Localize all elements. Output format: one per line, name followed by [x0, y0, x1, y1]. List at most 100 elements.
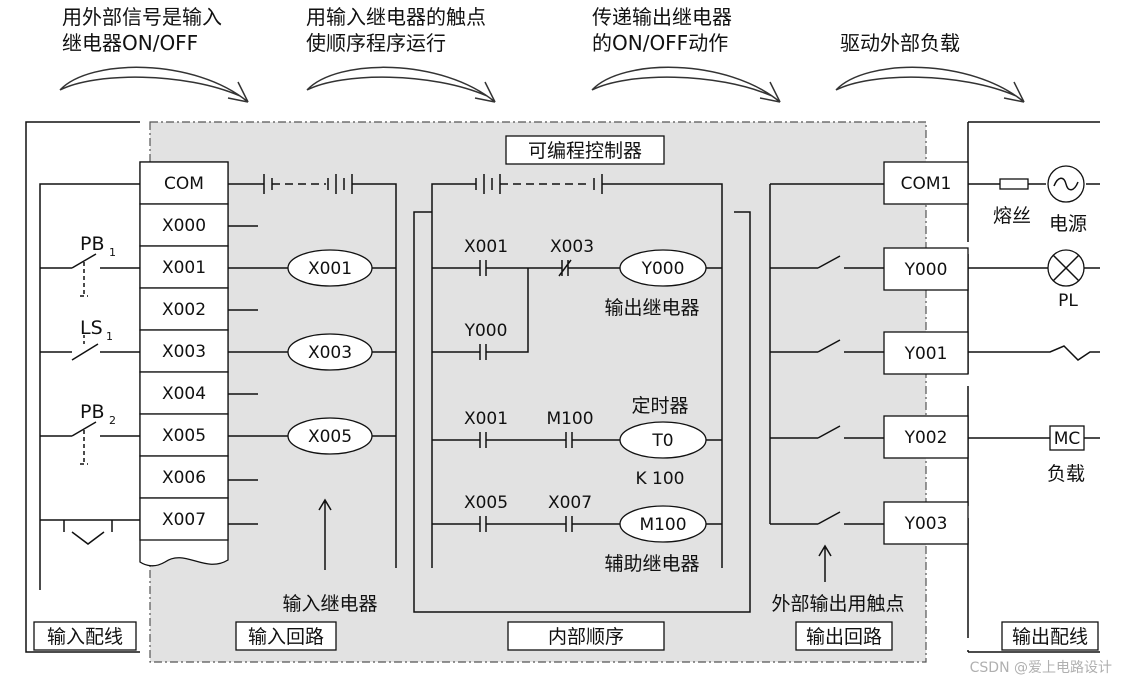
output-contact-y003	[770, 511, 884, 525]
terminal-com	[139, 161, 229, 205]
coil-label: Y000	[641, 259, 685, 279]
label-box-output-loop	[795, 621, 893, 651]
input-wiring: PB 1 LS 1 PB 2	[39, 183, 140, 590]
output-wiring: 熔丝 电源 PL MC 负载	[968, 165, 1100, 485]
output-contact-arrow	[818, 544, 832, 582]
heading-3-line-2: 的ON/OFF动作	[592, 31, 728, 55]
ls1-subscript: 1	[106, 330, 113, 343]
lamp-cross-icon	[1052, 254, 1080, 282]
terminal-x007	[139, 497, 229, 541]
coil-t0	[619, 421, 707, 459]
terminal-y003	[883, 501, 969, 545]
terminal-label: Y003	[904, 514, 948, 534]
coil-m100	[619, 505, 707, 543]
input-relay-arrow	[318, 498, 332, 570]
coil-label: T0	[651, 431, 673, 451]
terminal-label: X006	[162, 468, 206, 488]
ladder-program: X001 X003 Y000 输出继电器 Y000 X001 M100 T0 定…	[413, 174, 751, 613]
terminal-label: COM1	[901, 174, 952, 194]
pb1-label: PB	[80, 233, 105, 255]
label-box-output-wiring	[1001, 621, 1099, 651]
ls1-switch	[40, 343, 140, 361]
input-relay-label: X005	[308, 427, 352, 447]
mc-label: MC	[1054, 429, 1081, 449]
section-label: 输出配线	[1012, 626, 1088, 648]
output-contact-annotation: 外部输出用触点	[771, 593, 904, 615]
com-common-wire	[39, 183, 140, 590]
terminal-label: Y000	[904, 260, 948, 280]
terminal-label: X001	[162, 258, 206, 278]
pb2-label: PB	[80, 401, 105, 423]
ac-wave-icon	[1053, 177, 1079, 191]
rung-3-wires	[432, 516, 722, 532]
terminal-y001	[883, 331, 969, 375]
load-label: 负载	[1047, 463, 1085, 485]
plc-title: 可编程控制器	[528, 140, 642, 162]
output-contact-y002	[770, 425, 884, 439]
plc-area	[150, 122, 926, 662]
heading-3-line-1: 传递输出继电器	[592, 5, 732, 29]
input-relay-wires	[228, 267, 396, 437]
section-label: 内部顺序	[548, 626, 624, 648]
coil-note: 定时器	[631, 395, 688, 417]
contact-label: X001	[464, 409, 508, 429]
pb2-actuator	[80, 430, 88, 465]
input-relay-x005	[287, 417, 373, 455]
section-label: 输出回路	[806, 626, 882, 648]
contact-label: X005	[464, 493, 508, 513]
ladder-bracket	[413, 211, 751, 613]
terminal-label: Y002	[904, 428, 948, 448]
output-contact-y000	[770, 255, 884, 269]
terminal-x006	[139, 455, 229, 499]
watermark: CSDN @爱上电路设计	[970, 660, 1112, 676]
contact-label: M100	[546, 409, 593, 429]
break-wire-symbol	[968, 345, 1100, 361]
terminal-label: COM	[164, 174, 204, 194]
heading-1-line-2: 继电器ON/OFF	[62, 31, 198, 55]
input-relay-label: X003	[308, 343, 352, 363]
ls1-label: LS	[80, 317, 103, 339]
coil-note: 输出继电器	[604, 297, 699, 319]
heading-2-line-2: 使顺序程序运行	[306, 31, 446, 55]
output-terminals: COM1 Y000 Y001 Y002 Y003	[883, 161, 969, 545]
contact-label: X007	[548, 493, 592, 513]
headings: 用外部信号是输入 继电器ON/OFF 用输入继电器的触点 使顺序程序运行 传递输…	[62, 5, 960, 55]
terminal-x004	[139, 371, 229, 415]
contact-label: X001	[464, 237, 508, 257]
terminal-label: X000	[162, 216, 206, 236]
label-box-input-loop	[235, 621, 337, 651]
terminal-com1	[883, 161, 969, 205]
heading-2-line-1: 用输入继电器的触点	[306, 5, 486, 29]
section-labels: 输入配线 输入回路 内部顺序 输出回路 输出配线	[33, 621, 1099, 651]
terminal-label: X002	[162, 300, 206, 320]
power-label: 电源	[1049, 213, 1087, 235]
coil-note: 辅助继电器	[604, 553, 699, 575]
flow-arrow-3	[591, 66, 781, 103]
terminal-y000	[883, 247, 969, 291]
terminal-label: X005	[162, 426, 206, 446]
input-loop: X001 X003 X005 输入继电器	[228, 174, 397, 615]
input-relay-label: X001	[308, 259, 352, 279]
heading-1-line-1: 用外部信号是输入	[62, 5, 222, 29]
section-label: 输入配线	[47, 626, 123, 648]
output-common-wire	[769, 183, 884, 524]
heading-4: 驱动外部负载	[840, 31, 960, 55]
terminal-label: Y001	[904, 344, 948, 364]
flow-arrow-1	[59, 66, 249, 103]
terminal-x005	[139, 413, 229, 457]
input-relay-annotation: 输入继电器	[282, 593, 377, 615]
terminal-label: X004	[162, 384, 206, 404]
flow-arrows	[59, 66, 1025, 103]
ladder-top-left	[431, 174, 501, 568]
input-terminal-strip: COM X000 X001 X002 X003 X004 X005 X006 X…	[139, 161, 229, 567]
label-box-internal-sequence	[507, 621, 665, 651]
section-label: 输入回路	[248, 626, 324, 648]
flow-arrow-2	[306, 66, 496, 103]
input-relay-x003	[287, 333, 373, 371]
rung-1-wires	[432, 259, 722, 277]
terminal-y002	[883, 415, 969, 459]
pb2-switch	[40, 421, 140, 437]
pb1-switch	[40, 253, 140, 269]
pb1-actuator	[80, 262, 88, 297]
